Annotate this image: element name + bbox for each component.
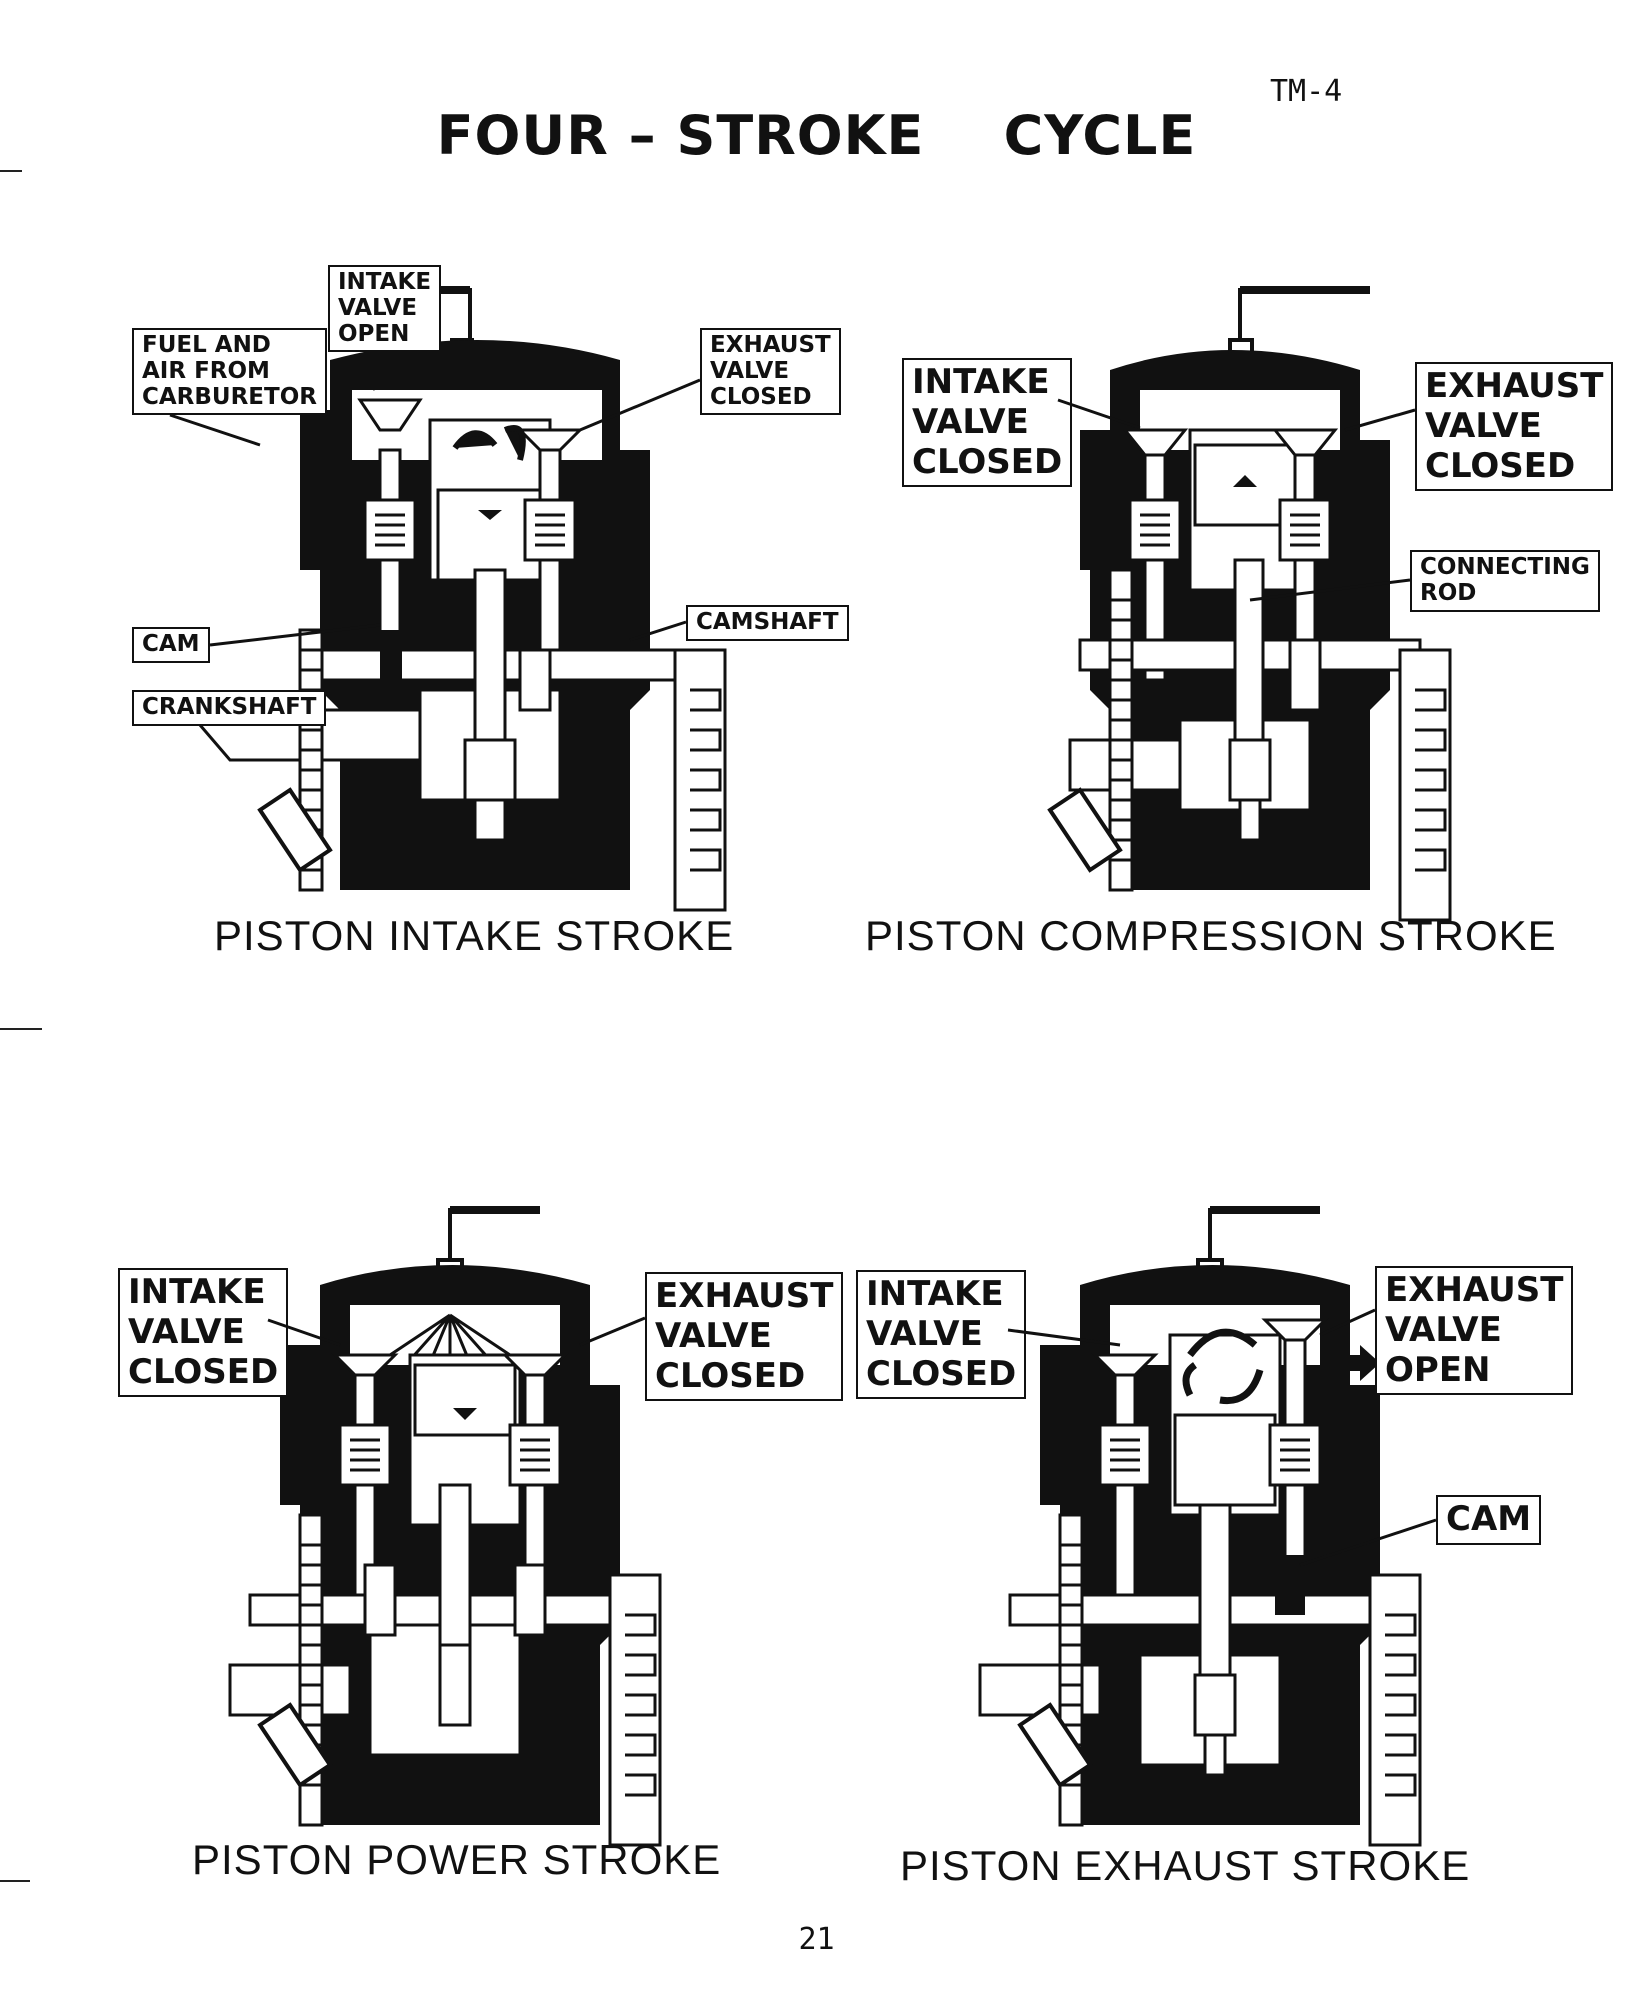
label-cam: CAM [132,627,210,663]
label-exhaust-valve-closed: EXHAUST VALVE CLOSED [1415,362,1614,492]
engine-diagram-power [228,1206,662,1847]
caption-power-stroke: PISTON POWER STROKE [192,1836,722,1883]
engine-diagram-intake [257,286,727,912]
label-intake-valve-closed: INTAKE VALVE CLOSED [902,358,1073,488]
caption-intake-stroke: PISTON INTAKE STROKE [214,912,735,959]
label-crankshaft: CRANKSHAFT [132,690,327,726]
engine-diagram-exhaust [978,1206,1422,1847]
label-intake-valve-closed: INTAKE VALVE CLOSED [118,1268,289,1398]
caption-exhaust-stroke: PISTON EXHAUST STROKE [900,1842,1471,1889]
caption-compression-stroke: PISTON COMPRESSION STROKE [865,912,1557,959]
page-title: FOUR – STROKE CYCLE [436,104,1197,167]
label-camshaft: CAMSHAFT [686,605,849,641]
label-exhaust-valve-open: EXHAUST VALVE OPEN [1375,1266,1574,1396]
document-code: TM-4 [1270,74,1343,109]
label-cam: CAM [1436,1495,1542,1545]
scan-mark [0,1880,30,1882]
label-intake-valve-closed: INTAKE VALVE CLOSED [856,1270,1027,1400]
scan-mark [0,1028,42,1030]
label-intake-valve-open: INTAKE VALVE OPEN [328,265,442,353]
page-number: 21 [798,1922,835,1957]
label-connecting-rod: CONNECTING ROD [1410,550,1600,612]
label-exhaust-valve-closed: EXHAUST VALVE CLOSED [645,1272,844,1402]
label-exhaust-valve-closed: EXHAUST VALVE CLOSED [700,328,841,416]
engine-diagram-compression [1047,286,1452,922]
scan-mark [0,170,22,172]
label-fuel-and-air: FUEL AND AIR FROM CARBURETOR [132,328,327,416]
